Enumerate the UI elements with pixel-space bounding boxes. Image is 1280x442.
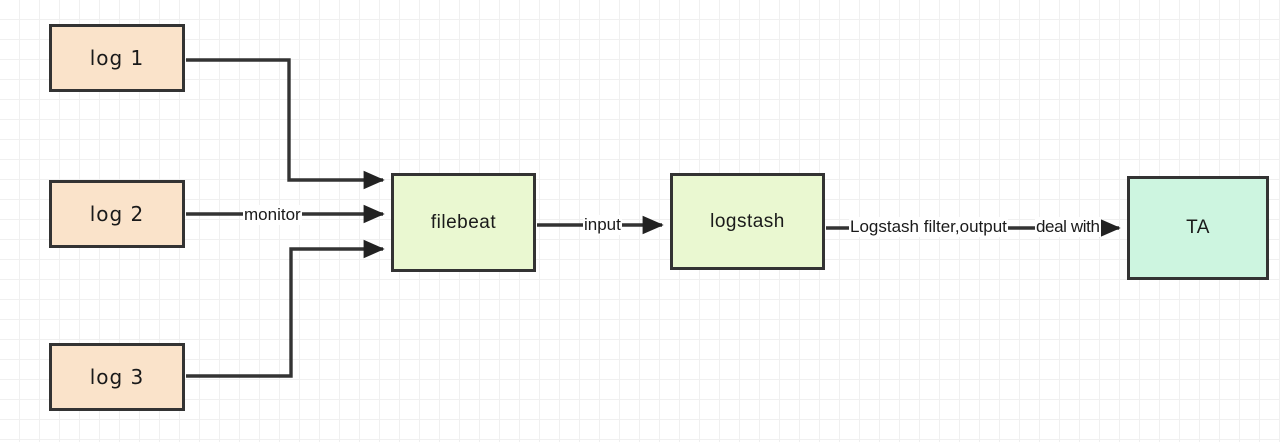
node-log-2[interactable]: log 2: [49, 180, 185, 248]
edge-label-input: input: [583, 215, 622, 235]
edge-label-monitor: monitor: [243, 205, 302, 225]
edge-label-logstash-filter-output: Logstash filter,output: [849, 217, 1008, 237]
node-log-3[interactable]: log 3: [49, 343, 185, 411]
node-label-filebeat: filebeat: [430, 211, 497, 233]
node-label-log-3: log 3: [89, 365, 145, 389]
node-label-log-2: log 2: [89, 202, 145, 226]
node-label-ta: TA: [1186, 217, 1210, 238]
connector-log1-filebeat: [186, 58, 385, 190]
edge-label-deal-with: deal with: [1035, 217, 1101, 237]
node-ta[interactable]: TA: [1127, 176, 1269, 280]
connector-log3-filebeat: [186, 239, 385, 378]
node-label-log-1: log 1: [89, 46, 145, 70]
node-logstash[interactable]: logstash: [670, 173, 825, 270]
node-label-logstash: logstash: [710, 210, 785, 232]
node-log-1[interactable]: log 1: [49, 24, 185, 92]
node-filebeat[interactable]: filebeat: [391, 173, 536, 272]
